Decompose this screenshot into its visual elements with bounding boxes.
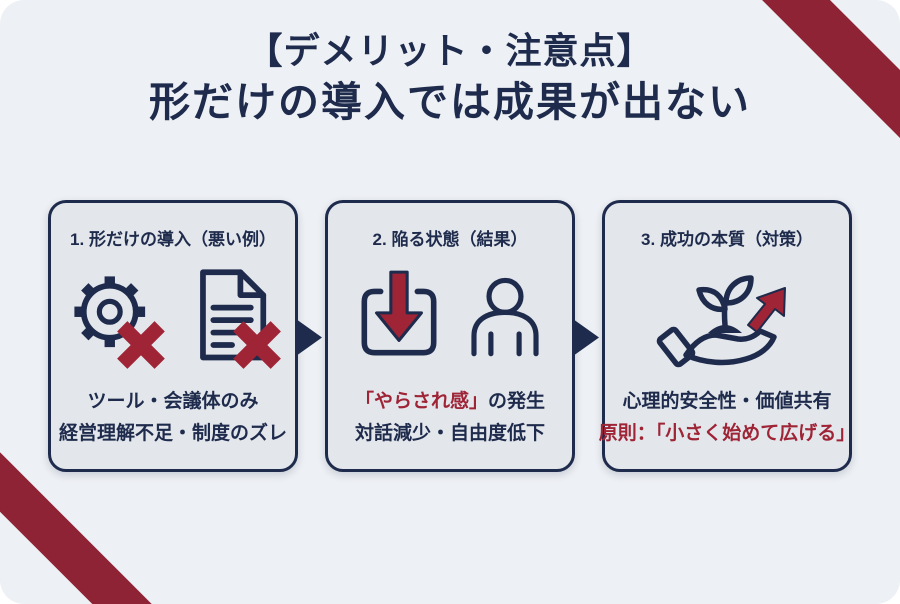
card-result-state-body-line1: 「やらされ感」の発生 xyxy=(355,386,545,417)
card-result-state: 2. 陥る状態（結果） 「やらされ感」の発生 対話減少・自由度低下 xyxy=(325,200,575,472)
card-result-state-body: 「やらされ感」の発生 対話減少・自由度低下 xyxy=(355,386,545,449)
page-title: 【デメリット・注意点】 形だけの導入では成果が出ない xyxy=(0,28,900,127)
card-success-essence-body: 心理的安全性・価値共有 原則：「小さく始めて広げる」 xyxy=(599,386,856,449)
card-bad-example-body-line2: 経営理解不足・制度のズレ xyxy=(58,422,287,444)
inbox-down-arrow-icon xyxy=(361,270,437,356)
card-bad-example-body-line1: ツール・会議体のみ xyxy=(87,391,259,413)
forced-feeling-red-text: 「やらされ感」 xyxy=(354,391,488,413)
page-title-line2: 形だけの導入では成果が出ない xyxy=(149,78,751,125)
card-success-essence: 3. 成功の本質（対策） 心理的安全性・価値共有 原則：「小さく始めて広げる」 xyxy=(599,200,855,472)
card-result-state-icons xyxy=(328,250,572,386)
gear-crossed-icon xyxy=(74,276,165,370)
page-title-line1: 【デメリット・注意点】 xyxy=(246,30,654,71)
card-bad-example-header: 1. 形だけの導入（悪い例） xyxy=(70,230,276,249)
card-success-essence-body-line1: 心理的安全性・価値共有 xyxy=(622,391,832,413)
card-success-essence-header: 3. 成功の本質（対策） xyxy=(641,230,813,249)
hand-sprout-growth-icon xyxy=(656,275,786,368)
card-success-essence-icons xyxy=(605,250,849,386)
card-result-state-header: 2. 陥る状態（結果） xyxy=(372,230,528,249)
card-bad-example: 1. 形だけの導入（悪い例） xyxy=(48,200,298,472)
card-bad-example-body: ツール・会議体のみ 経営理解不足・制度のズレ xyxy=(59,386,287,449)
flow-arrow-2-icon xyxy=(573,319,599,356)
card-success-essence-body-line2: 原則：「小さく始めて広げる」 xyxy=(598,422,856,444)
card-result-state-body-line2: 対話減少・自由度低下 xyxy=(354,422,545,444)
flow-arrow-1-icon xyxy=(296,319,322,356)
forced-feeling-rest-text: の発生 xyxy=(488,391,546,413)
card-bad-example-icons xyxy=(51,250,295,386)
document-crossed-icon xyxy=(200,269,281,370)
person-icon xyxy=(471,277,539,357)
